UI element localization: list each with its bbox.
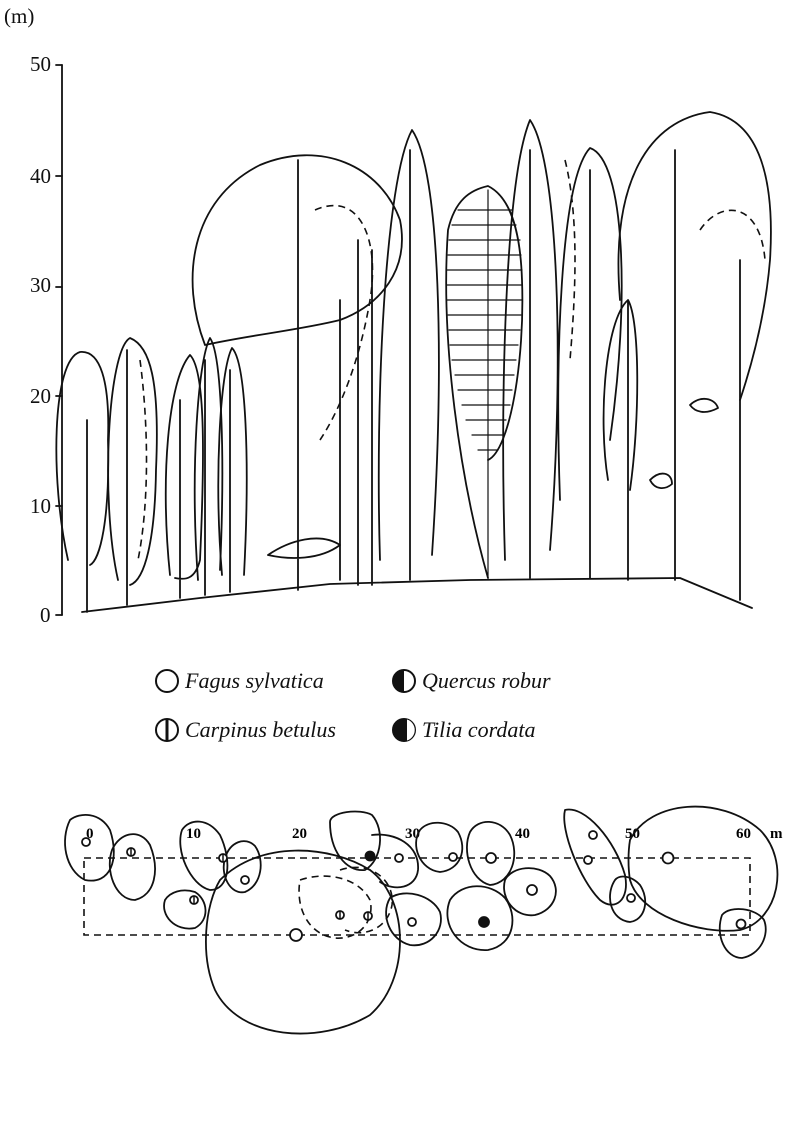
map-x-tick-50: 50 [625,826,640,842]
left-filled-circle-icon [390,716,418,744]
tree-profile-diagram [0,0,792,640]
ground-line [82,578,752,612]
map-unit: m [770,826,783,842]
half-filled-circle-icon [390,667,418,695]
legend-tilia: Tilia cordata [390,716,535,744]
vertical-bar-circle-icon [153,716,181,744]
legend-quercus: Quercus robur [390,667,551,695]
legend-label: Quercus robur [422,668,551,694]
legend-carpinus: Carpinus betulus [153,716,336,744]
tree-crowns [56,112,771,612]
plot-boundary [84,858,750,935]
stem-markers [82,831,746,941]
map-x-tick-60: 60 [736,826,751,842]
map-x-tick-40: 40 [515,826,530,842]
map-x-tick-20: 20 [292,826,307,842]
map-x-tick-10: 10 [186,826,201,842]
map-x-tick-0: 0 [86,826,94,842]
legend-label: Carpinus betulus [185,717,336,743]
legend-fagus: Fagus sylvatica [153,667,324,695]
legend-label: Tilia cordata [422,717,535,743]
open-circle-icon [153,667,181,695]
legend-label: Fagus sylvatica [185,668,324,694]
map-x-tick-30: 30 [405,826,420,842]
crown-outlines [65,807,777,1034]
